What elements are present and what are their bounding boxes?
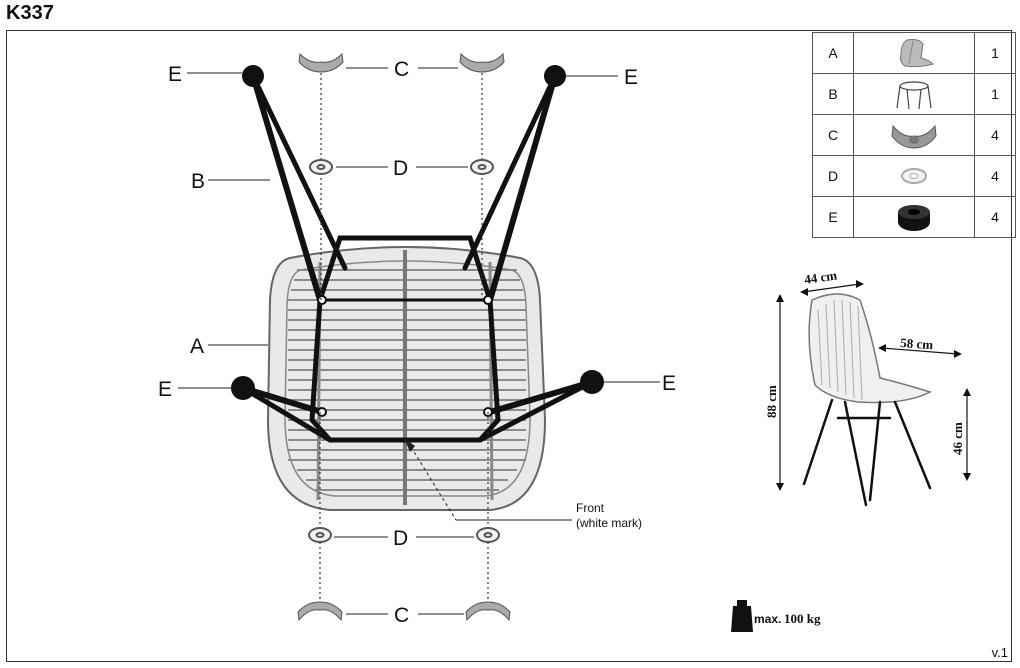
wing-nuts — [297, 52, 511, 622]
callout-c-bottom: C — [394, 604, 409, 627]
callout-e-top-left: E — [168, 63, 182, 86]
dim-width: 44 cm — [803, 268, 838, 287]
parts-table: A 1 B 1 C 4 D — [812, 32, 1016, 238]
front-note-line1: Front — [576, 501, 605, 515]
part-id: D — [812, 155, 854, 197]
part-id: A — [812, 32, 854, 74]
version-label: v.1 — [991, 645, 1008, 660]
chair-dimension-view: 44 cm 58 cm 88 cm 46 cm — [764, 268, 971, 507]
max-load-label: max. — [754, 612, 781, 626]
part-id: E — [812, 196, 854, 238]
washer-icon — [901, 168, 927, 184]
table-row: E 4 — [812, 196, 1016, 238]
bolt-axes — [319, 68, 489, 605]
front-arrow-icon — [404, 438, 415, 452]
part-qty: 4 — [974, 196, 1016, 238]
table-row: B 1 — [812, 73, 1016, 115]
callout-b: B — [191, 170, 205, 193]
washers — [308, 159, 500, 543]
table-row: D 4 — [812, 155, 1016, 197]
callout-e-mid-right: E — [662, 372, 676, 395]
callout-a: A — [190, 335, 204, 358]
table-row: A 1 — [812, 32, 1016, 74]
dim-seat-height: 46 cm — [950, 422, 965, 455]
bolt-holes — [317, 295, 493, 417]
callout-labels: E E B A E E C D D C — [158, 58, 676, 627]
metal-frame — [240, 73, 595, 443]
table-row: C 4 — [812, 114, 1016, 156]
front-note-line2: (white mark) — [576, 516, 642, 530]
part-id: B — [812, 73, 854, 115]
seat-icon — [900, 39, 934, 68]
dim-height: 88 cm — [764, 385, 779, 418]
leader-lines — [178, 67, 660, 615]
callout-d-top: D — [393, 157, 408, 180]
drawing-frame — [6, 30, 1012, 662]
part-qty: 4 — [974, 155, 1016, 197]
part-qty: 1 — [974, 32, 1016, 74]
weight-icon — [731, 600, 753, 632]
model-title: K337 — [6, 2, 54, 24]
wing-nut-icon — [891, 124, 937, 149]
rattan-seat — [266, 246, 547, 511]
part-qty: 1 — [974, 73, 1016, 115]
part-qty: 4 — [974, 114, 1016, 156]
foot-cap-icon — [898, 205, 930, 231]
foot-caps — [231, 65, 604, 400]
max-load-value: 100 kg — [784, 611, 821, 626]
part-id: C — [812, 114, 854, 156]
dim-depth: 58 cm — [900, 335, 934, 352]
callout-d-bottom: D — [393, 527, 408, 550]
callout-e-mid-left: E — [158, 378, 172, 401]
callout-e-top-right: E — [624, 66, 638, 89]
callout-c-top: C — [394, 58, 409, 81]
frame-legs-icon — [896, 81, 932, 110]
